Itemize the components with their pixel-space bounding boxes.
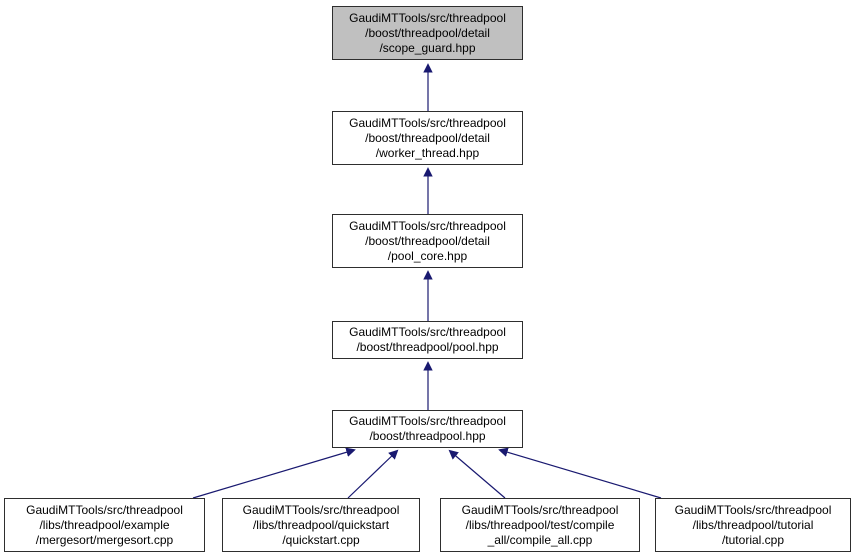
graph-node-threadpool-hpp[interactable]: GaudiMTTools/src/threadpool /boost/threa… — [332, 410, 523, 448]
arrow-compileall-to-threadpool — [448, 449, 506, 499]
graph-node-quickstart-cpp[interactable]: GaudiMTTools/src/threadpool /libs/thread… — [222, 498, 420, 552]
graph-node-tutorial-cpp[interactable]: GaudiMTTools/src/threadpool /libs/thread… — [655, 498, 851, 552]
graph-node-pool-hpp[interactable]: GaudiMTTools/src/threadpool /boost/threa… — [332, 321, 523, 359]
arrow-mergesort-to-threadpool — [192, 447, 356, 499]
arrow-tutorial-to-threadpool — [498, 447, 662, 499]
graph-node-compile-all-cpp[interactable]: GaudiMTTools/src/threadpool /libs/thread… — [440, 498, 640, 552]
graph-node-pool-core-hpp[interactable]: GaudiMTTools/src/threadpool /boost/threa… — [332, 214, 523, 268]
arrow-quickstart-to-threadpool — [347, 449, 399, 499]
graph-node-scope-guard-hpp: GaudiMTTools/src/threadpool /boost/threa… — [332, 6, 523, 60]
graph-node-mergesort-cpp[interactable]: GaudiMTTools/src/threadpool /libs/thread… — [4, 498, 205, 552]
graph-node-worker-thread-hpp[interactable]: GaudiMTTools/src/threadpool /boost/threa… — [332, 111, 523, 165]
